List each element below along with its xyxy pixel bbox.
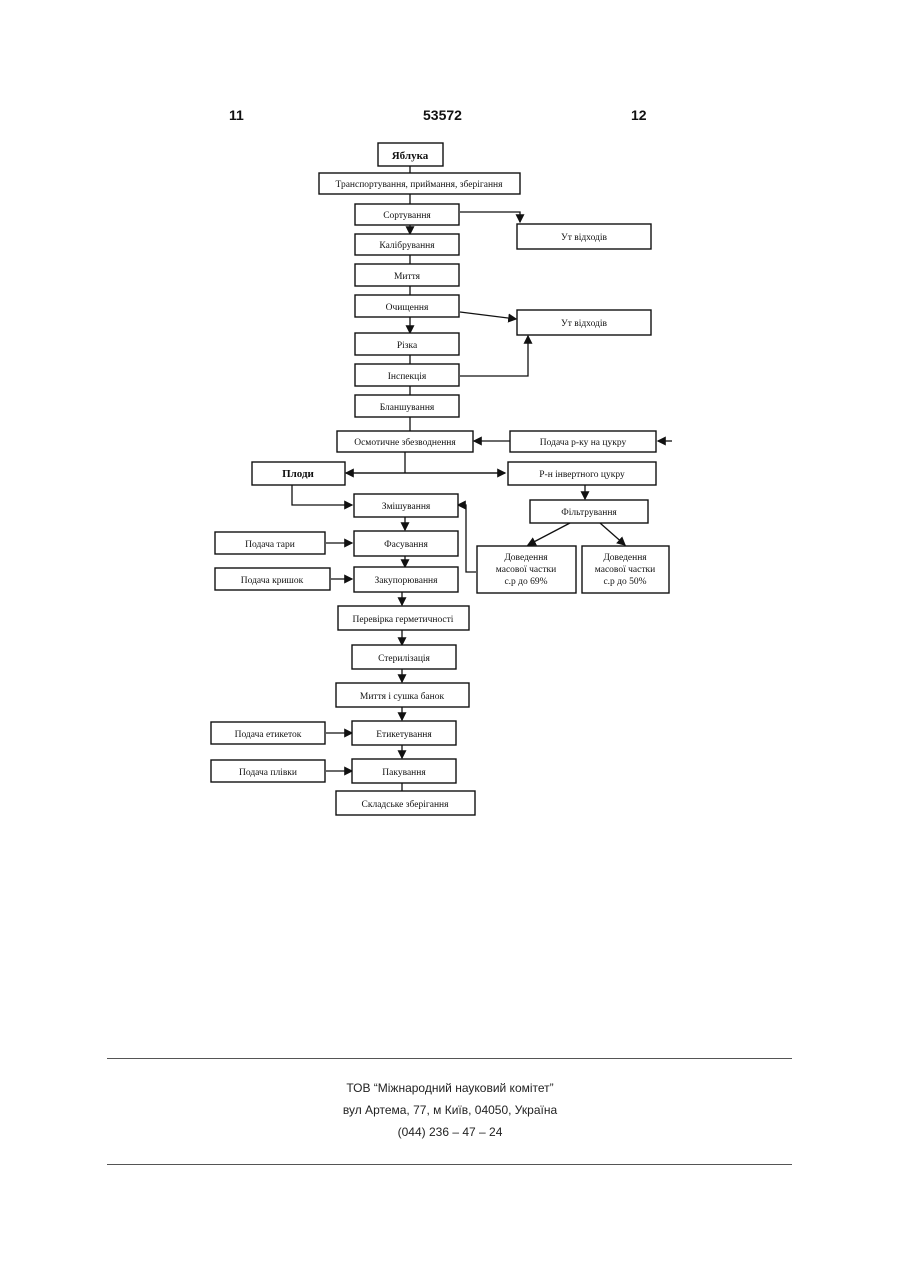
svg-text:масової частки: масової частки bbox=[595, 565, 655, 575]
edge-inspection-waste2 bbox=[460, 336, 528, 376]
node-mixing: Змішування bbox=[354, 494, 458, 517]
node-filling: Фасування bbox=[354, 531, 458, 556]
node-inspection: Інспекція bbox=[355, 364, 459, 386]
process-flowchart: Яблука Транспортування, приймання, збері… bbox=[0, 0, 900, 1000]
svg-text:Складське зберігання: Складське зберігання bbox=[362, 799, 450, 810]
footer-organization: ТОВ “Міжнародний науковий комітет” bbox=[0, 1081, 900, 1095]
edge-filtration-conc69 bbox=[528, 523, 570, 545]
footer-address: вул Артема, 77, м Київ, 04050, Україна bbox=[0, 1103, 900, 1117]
svg-text:Осмотичне збезводнення: Осмотичне збезводнення bbox=[354, 437, 456, 448]
svg-text:Доведення: Доведення bbox=[603, 553, 647, 563]
svg-text:Подача етикеток: Подача етикеток bbox=[235, 730, 302, 740]
node-sorting: Сортування bbox=[355, 204, 459, 225]
svg-text:Транспортування, приймання, зб: Транспортування, приймання, зберігання bbox=[336, 179, 504, 190]
node-fruits: Плоди bbox=[252, 462, 345, 485]
node-sugar-feed: Подача р-ку на цукру bbox=[510, 431, 656, 452]
node-filtration: Фільтрування bbox=[530, 500, 648, 523]
svg-text:Калібрування: Калібрування bbox=[379, 240, 435, 251]
edge-conc69-mixing bbox=[458, 505, 476, 572]
svg-text:Яблука: Яблука bbox=[392, 150, 429, 162]
node-transport: Транспортування, приймання, зберігання bbox=[319, 173, 520, 194]
svg-text:Подача р-ку на цукру: Подача р-ку на цукру bbox=[540, 438, 627, 448]
node-invert-sugar: Р-н інвертного цукру bbox=[508, 462, 656, 485]
node-capping: Закупорювання bbox=[354, 567, 458, 592]
footer-phone: (044) 236 – 47 – 24 bbox=[0, 1125, 900, 1139]
svg-text:Бланшування: Бланшування bbox=[380, 403, 435, 413]
svg-text:Фільтрування: Фільтрування bbox=[561, 508, 617, 518]
svg-text:масової частки: масової частки bbox=[496, 565, 556, 575]
footer-divider-top bbox=[107, 1058, 792, 1059]
node-labeling: Етикетування bbox=[352, 721, 456, 745]
edge-fruits-mixing bbox=[292, 485, 352, 505]
node-conc69: Доведення масової частки с.р до 69% bbox=[477, 546, 576, 593]
node-cutting: Різка bbox=[355, 333, 459, 355]
node-wash-dry: Миття і сушка банок bbox=[336, 683, 469, 707]
node-cleaning: Очищення bbox=[355, 295, 459, 317]
svg-text:Миття і сушка банок: Миття і сушка банок bbox=[360, 691, 445, 702]
node-tare-feed: Подача тари bbox=[215, 532, 325, 554]
svg-text:Доведення: Доведення bbox=[504, 553, 548, 563]
node-sterilization: Стерилізація bbox=[352, 645, 456, 669]
edge-sorting-waste1 bbox=[460, 212, 520, 222]
svg-text:Фасування: Фасування bbox=[384, 540, 428, 550]
node-calibration: Калібрування bbox=[355, 234, 459, 255]
node-conc50: Доведення масової частки с.р до 50% bbox=[582, 546, 669, 593]
svg-text:Подача плівки: Подача плівки bbox=[239, 768, 297, 778]
node-blanching: Бланшування bbox=[355, 395, 459, 417]
svg-text:Етикетування: Етикетування bbox=[376, 730, 432, 740]
svg-text:с.р до 69%: с.р до 69% bbox=[504, 577, 547, 587]
footer-divider-bottom bbox=[107, 1164, 792, 1165]
svg-text:Пакування: Пакування bbox=[382, 768, 426, 778]
svg-text:Сортування: Сортування bbox=[383, 211, 431, 221]
node-seal-check: Перевірка герметичності bbox=[338, 606, 469, 630]
svg-text:Подача кришок: Подача кришок bbox=[241, 576, 304, 586]
node-waste2: Ут відходів bbox=[517, 310, 651, 335]
node-washing: Миття bbox=[355, 264, 459, 286]
node-waste1: Ут відходів bbox=[517, 224, 651, 249]
edge-filtration-conc50 bbox=[600, 523, 625, 545]
svg-text:Перевірка герметичності: Перевірка герметичності bbox=[353, 615, 454, 625]
svg-text:Миття: Миття bbox=[394, 272, 421, 282]
edge-cleaning-waste2 bbox=[460, 312, 516, 319]
node-lids-feed: Подача кришок bbox=[215, 568, 330, 590]
node-film-feed: Подача плівки bbox=[211, 760, 325, 782]
node-labels-feed: Подача етикеток bbox=[211, 722, 325, 744]
node-storage: Складське зберігання bbox=[336, 791, 475, 815]
node-packing: Пакування bbox=[352, 759, 456, 783]
svg-text:с.р до 50%: с.р до 50% bbox=[603, 577, 646, 587]
svg-text:Ут відходів: Ут відходів bbox=[561, 233, 608, 243]
svg-text:Подача тари: Подача тари bbox=[245, 540, 295, 550]
svg-text:Різка: Різка bbox=[397, 341, 418, 351]
node-apples: Яблука bbox=[378, 143, 443, 166]
svg-text:Інспекція: Інспекція bbox=[388, 372, 427, 382]
svg-text:Стерилізація: Стерилізація bbox=[378, 654, 430, 664]
svg-text:Плоди: Плоди bbox=[282, 468, 314, 480]
svg-text:Ут відходів: Ут відходів bbox=[561, 319, 608, 329]
svg-text:Закупорювання: Закупорювання bbox=[374, 576, 438, 586]
svg-text:Змішування: Змішування bbox=[382, 502, 431, 512]
node-osmotic: Осмотичне збезводнення bbox=[337, 431, 473, 452]
svg-text:Очищення: Очищення bbox=[386, 303, 429, 313]
svg-text:Р-н інвертного цукру: Р-н інвертного цукру bbox=[539, 470, 625, 480]
